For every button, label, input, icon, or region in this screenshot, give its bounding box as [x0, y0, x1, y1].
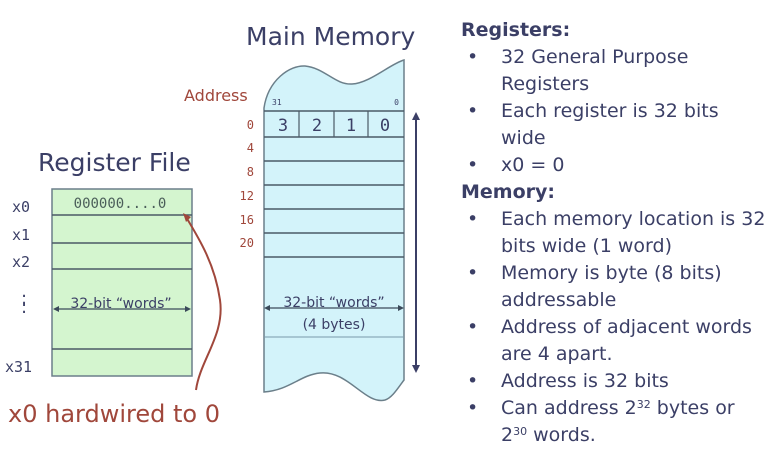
- bullet-icon: •: [467, 154, 479, 176]
- bullet-icon: •: [467, 262, 479, 284]
- memory-outline: [263, 59, 405, 402]
- annotation-arrowhead-icon: [183, 213, 191, 222]
- register-x0-value: 000000....0: [74, 196, 167, 212]
- memory-bullet-item: •Address is 32 bits: [461, 368, 766, 395]
- byte-label: 0: [380, 116, 390, 136]
- memory-bullet-item: •Memory is byte (8 bits) addressable: [467, 262, 722, 311]
- byte-label: 2: [312, 116, 322, 136]
- memory-width-label: 32-bit “words”: [283, 295, 384, 311]
- notes-panel: Registers: •32 General Purpose Registers…: [461, 17, 766, 449]
- register-width-label: 32-bit “words”: [70, 296, 171, 312]
- arrowhead-up-icon: [412, 112, 420, 120]
- main-memory-title: Main Memory: [246, 22, 416, 51]
- bit-low-label: 0: [394, 98, 399, 107]
- hardwired-annotation-curve: [185, 216, 222, 391]
- registers-heading: Registers:: [461, 19, 571, 41]
- byte-label: 1: [346, 116, 356, 136]
- arrowhead-left-icon: [53, 306, 59, 312]
- address-value: 4: [246, 141, 254, 155]
- register-label-x2: x2: [12, 253, 31, 271]
- address-value: 16: [239, 213, 254, 227]
- memory-heading: Memory:: [461, 181, 555, 203]
- bullet-icon: •: [467, 370, 479, 392]
- memory-capacity-item: •Can address 232 bytes or 230 words.: [467, 397, 735, 446]
- bullet-icon: •: [467, 46, 479, 68]
- address-value: 12: [239, 189, 254, 203]
- arrowhead-left-icon: [264, 305, 270, 311]
- register-file-outline: [51, 188, 193, 377]
- main-memory-box: 31 0 3 2 1 0 32-bit “words” (4 bytes): [263, 59, 405, 402]
- bullet-icon: •: [467, 100, 479, 122]
- registers-bullet-item: •32 General Purpose Registers: [467, 46, 689, 95]
- address-label: Address: [184, 86, 248, 105]
- memory-bullet-item: •Address of adjacent words are 4 apart.: [467, 316, 752, 365]
- register-file-title: Register File: [38, 148, 191, 177]
- register-label-x31: x31: [5, 358, 33, 376]
- register-label-x0: x0: [12, 198, 31, 216]
- register-label-x1: x1: [12, 226, 31, 244]
- register-ellipsis: : :: [21, 288, 28, 318]
- bit-high-label: 31: [272, 98, 282, 107]
- address-value: 0: [246, 118, 254, 132]
- arrowhead-right-icon: [185, 306, 191, 312]
- arrowhead-right-icon: [398, 305, 404, 311]
- registers-bullet-item: •Each register is 32 bits wide: [467, 100, 719, 149]
- memory-width-sublabel: (4 bytes): [303, 317, 366, 333]
- address-value: 8: [246, 165, 254, 179]
- bullet-icon: •: [467, 316, 479, 338]
- byte-label: 3: [278, 116, 288, 136]
- bullet-icon: •: [467, 397, 479, 419]
- address-value: 20: [239, 236, 254, 250]
- arrowhead-down-icon: [412, 365, 420, 373]
- memory-bullet-item: •Each memory location is 32 bits wide (1…: [467, 208, 766, 257]
- bullet-icon: •: [467, 208, 479, 230]
- hardwired-annotation: x0 hardwired to 0: [8, 400, 220, 428]
- registers-bullet-item: •x0 = 0: [461, 152, 766, 179]
- register-file-box: 000000....0 32-bit “words”: [51, 188, 193, 377]
